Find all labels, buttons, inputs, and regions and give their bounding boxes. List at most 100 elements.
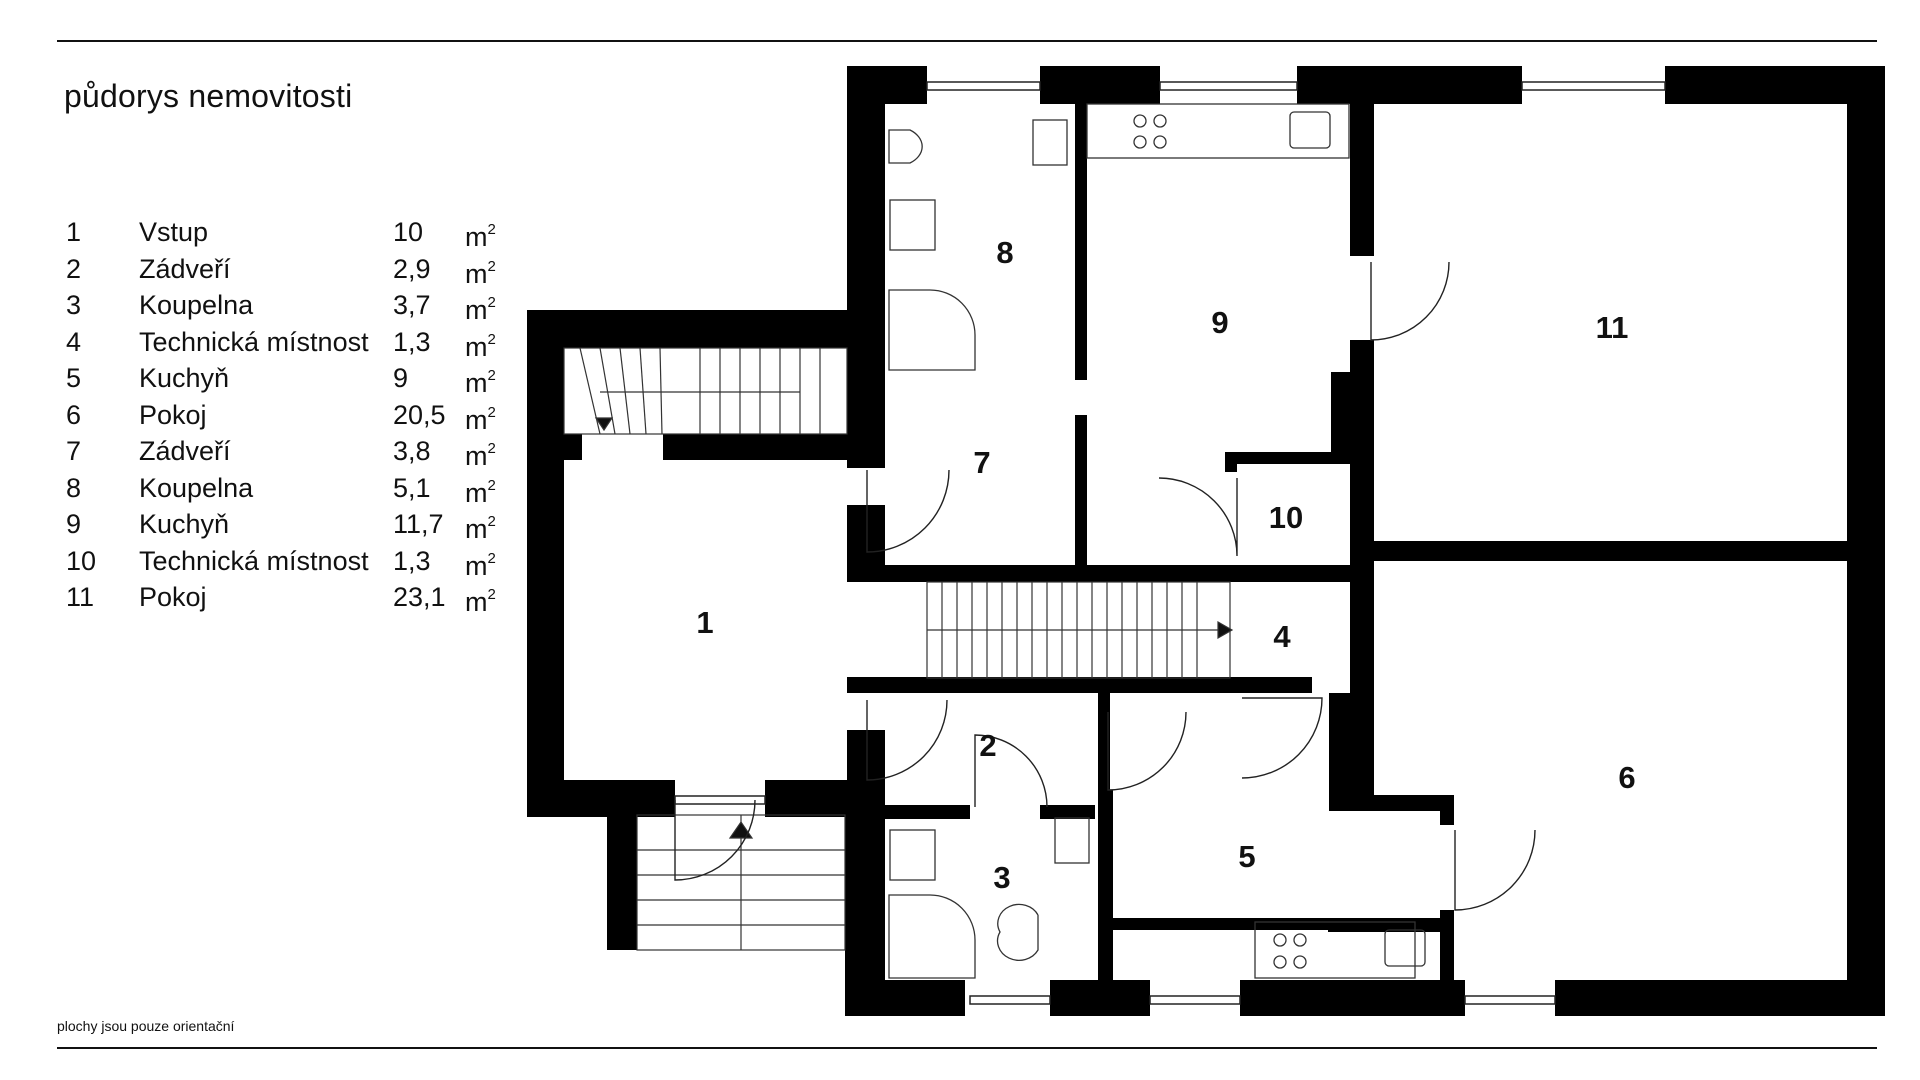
legend-unit: m2 bbox=[465, 221, 496, 252]
door-swing bbox=[1241, 697, 1323, 779]
room-number-11: 11 bbox=[1596, 310, 1629, 345]
legend-unit: m2 bbox=[465, 403, 496, 435]
legend-unit: m2 bbox=[465, 257, 496, 289]
legend-num: 10 bbox=[66, 545, 97, 576]
legend-unit: m2 bbox=[465, 513, 496, 544]
room-number-5: 5 bbox=[1238, 839, 1255, 874]
legend-name: Technická místnost bbox=[139, 545, 369, 576]
wall bbox=[1440, 795, 1454, 825]
washing-machine bbox=[889, 199, 936, 251]
legend-area: 3,7 bbox=[393, 290, 431, 320]
wall bbox=[847, 505, 885, 575]
room-number-9: 9 bbox=[1211, 305, 1228, 340]
window bbox=[1521, 81, 1666, 91]
legend-num: 9 bbox=[66, 509, 82, 539]
legend-unit: m2 bbox=[465, 440, 496, 471]
wall bbox=[1555, 980, 1885, 1016]
legend-name: Technická místnost bbox=[139, 326, 369, 357]
wall bbox=[847, 677, 1312, 693]
legend-num: 1 bbox=[66, 217, 82, 247]
legend-name: Zádveří bbox=[139, 436, 231, 466]
wall bbox=[1098, 790, 1113, 1016]
room-number-10: 10 bbox=[1269, 500, 1303, 535]
wall bbox=[847, 388, 885, 468]
room-number-3: 3 bbox=[993, 860, 1010, 895]
room-number-4: 4 bbox=[1273, 619, 1291, 654]
window bbox=[969, 995, 1051, 1005]
wall bbox=[1050, 980, 1150, 1016]
wall bbox=[663, 434, 847, 460]
wall bbox=[1329, 795, 1454, 811]
doors bbox=[674, 261, 1536, 911]
legend-num: 3 bbox=[66, 290, 82, 320]
legend-name: Vstup bbox=[139, 217, 209, 247]
door-swing bbox=[1107, 711, 1187, 791]
room-number-7: 7 bbox=[973, 445, 990, 480]
legend-area: 5,1 bbox=[393, 472, 431, 503]
toilet bbox=[888, 129, 923, 164]
fixtures bbox=[888, 103, 1426, 979]
room-number-2: 2 bbox=[979, 728, 996, 763]
wall bbox=[564, 434, 582, 460]
wall bbox=[847, 730, 885, 790]
legend-name: Koupelna bbox=[139, 472, 254, 503]
legend-unit: m2 bbox=[465, 294, 496, 325]
shower bbox=[888, 894, 976, 979]
kitchen-counter bbox=[1086, 103, 1350, 159]
window bbox=[1464, 995, 1556, 1005]
wall bbox=[1040, 66, 1160, 104]
legend-unit: m2 bbox=[465, 549, 496, 581]
door-swing bbox=[1454, 829, 1536, 911]
window bbox=[674, 795, 766, 805]
legend-num: 7 bbox=[66, 436, 82, 466]
legend-name: Pokoj bbox=[139, 399, 207, 430]
window bbox=[926, 81, 1041, 91]
legend-name: Kuchyň bbox=[139, 509, 230, 539]
legend-area: 11,7 bbox=[393, 509, 444, 539]
room-number-6: 6 bbox=[1618, 760, 1635, 795]
wall bbox=[1075, 104, 1087, 380]
door-swing bbox=[1158, 477, 1238, 557]
legend-area: 1,3 bbox=[393, 326, 431, 357]
room-numbers: 1 2 3 4 5 6 7 8 9 10 11 bbox=[696, 235, 1635, 895]
wall bbox=[607, 815, 637, 950]
door-swing bbox=[866, 469, 950, 553]
legend-num: 2 bbox=[66, 253, 82, 284]
stairs bbox=[563, 347, 1234, 951]
legend-num: 4 bbox=[66, 326, 82, 357]
legend-area: 20,5 bbox=[393, 399, 446, 430]
window bbox=[1149, 995, 1241, 1005]
legend-area: 9 bbox=[393, 363, 409, 393]
legend-unit: m2 bbox=[465, 476, 496, 508]
kitchen-counter bbox=[1254, 921, 1416, 979]
sink bbox=[1032, 119, 1068, 166]
wall bbox=[1329, 693, 1374, 811]
wall bbox=[527, 310, 847, 348]
wall bbox=[1331, 372, 1355, 452]
room-number-8: 8 bbox=[996, 235, 1013, 270]
legend-num: 5 bbox=[66, 363, 82, 393]
legend-name: Zádveří bbox=[139, 253, 231, 284]
legend-area: 10 bbox=[393, 217, 424, 247]
legend-unit: m2 bbox=[465, 330, 496, 362]
wall bbox=[527, 780, 675, 817]
bottom-rule bbox=[57, 1047, 1877, 1049]
legend-num: 8 bbox=[66, 472, 82, 503]
legend-area: 1,3 bbox=[393, 545, 431, 576]
wall bbox=[1110, 918, 1328, 930]
wall bbox=[1374, 541, 1847, 561]
toilet bbox=[996, 903, 1039, 961]
washing-machine bbox=[889, 829, 936, 881]
wall bbox=[1847, 66, 1885, 1016]
top-rule bbox=[57, 40, 1877, 42]
legend-num: 6 bbox=[66, 399, 82, 430]
wall bbox=[1098, 693, 1110, 818]
sink bbox=[1054, 817, 1090, 864]
wall bbox=[1225, 452, 1237, 472]
legend-name: Kuchyň bbox=[139, 363, 230, 393]
page-title: půdorys nemovitosti bbox=[64, 78, 353, 114]
wall bbox=[1350, 575, 1374, 693]
wall bbox=[1225, 452, 1355, 464]
legend-unit: m2 bbox=[465, 367, 496, 398]
